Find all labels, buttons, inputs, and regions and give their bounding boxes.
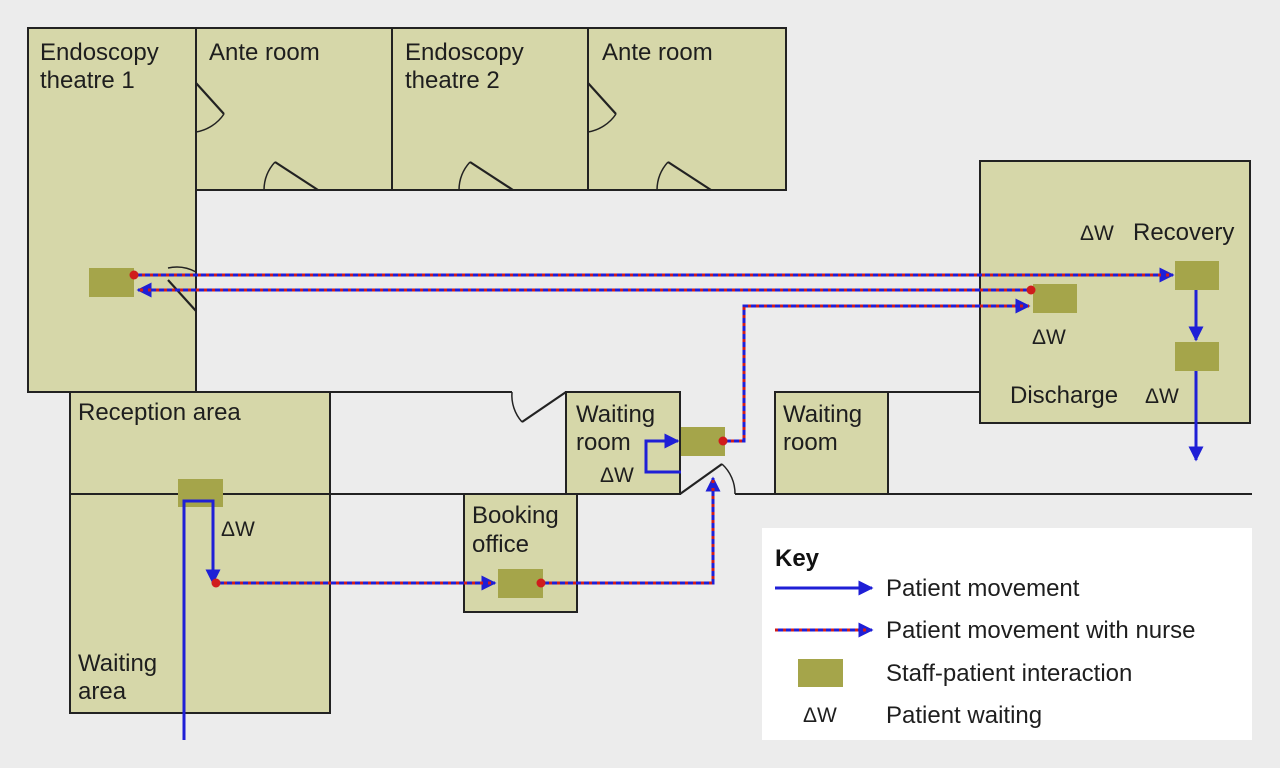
door-swing-icon	[458, 161, 471, 191]
interaction-stations	[89, 261, 1219, 598]
interaction-theatre	[89, 268, 134, 297]
door-icon	[521, 391, 567, 423]
reception-area-label: Reception area	[78, 399, 241, 426]
waiting-symbol: ΔW	[803, 704, 837, 727]
waiting-marker-recovery-arrival: ΔW	[1032, 326, 1066, 349]
endoscopy-theatre-1: Endoscopy theatre 1	[27, 27, 197, 393]
patient-movement-paths	[182, 290, 1204, 740]
door-icon	[587, 82, 617, 115]
nurse-start-dot	[718, 436, 728, 446]
door-swing-icon	[587, 113, 617, 133]
door-swing-icon	[195, 113, 225, 133]
endoscopy-theatre-2: Endoscopy theatre 2	[391, 27, 589, 191]
door-icon	[679, 463, 723, 495]
waiting-area: Waiting area	[69, 493, 331, 714]
key-legend: Key Patient movement Patient movement wi…	[762, 528, 1252, 740]
recovery-label: Recovery	[1133, 219, 1234, 246]
door-icon	[274, 161, 319, 191]
waiting-marker-discharge: ΔW	[1145, 385, 1179, 408]
key-title: Key	[775, 545, 820, 572]
discharge-label: Discharge	[1010, 382, 1118, 409]
key-item-patient-movement: Patient movement	[886, 575, 1080, 602]
waiting-area-label-line1: Waiting	[78, 650, 157, 677]
path-entry-to-reception	[182, 499, 221, 740]
nurse-start-dot	[536, 578, 546, 588]
ante-room-2: Ante room	[587, 27, 787, 191]
door-swing-icon	[656, 161, 669, 191]
key-item-staff-patient-interaction: Staff-patient interaction	[886, 660, 1132, 687]
waiting-marker-reception: ΔW	[221, 518, 255, 541]
nurse-path-2-overlay	[541, 478, 715, 585]
waiting-area-label-line2: area	[78, 678, 127, 705]
endoscopy-theatre-1-label-line2: theatre 1	[40, 67, 135, 94]
doors	[167, 82, 736, 495]
door-icon	[469, 161, 514, 191]
reception-area: Reception area	[69, 391, 331, 495]
endoscopy-theatre-1-label-line1: Endoscopy	[40, 39, 159, 66]
endoscopy-theatre-2-label-line1: Endoscopy	[405, 39, 524, 66]
booking-office-label-line2: office	[472, 531, 529, 558]
booking-office-label-line1: Booking	[472, 502, 559, 529]
key-box	[762, 528, 1252, 740]
nurse-start-dot	[211, 578, 221, 588]
nurse-movement-paths	[129, 267, 1175, 591]
door-swing-icon	[721, 463, 736, 495]
waiting-room-2-label-line1: Waiting	[783, 401, 862, 428]
interaction-booking-office	[498, 569, 543, 598]
ante-room-2-label: Ante room	[602, 39, 713, 66]
door-swing-icon	[263, 161, 276, 191]
door-icon	[667, 161, 712, 191]
waiting-markers: ΔW ΔW ΔW ΔW ΔW	[221, 222, 1179, 541]
nurse-start-dot	[1026, 285, 1036, 295]
key-item-patient-movement-with-nurse: Patient movement with nurse	[886, 617, 1195, 644]
waiting-marker-recovery: ΔW	[1080, 222, 1114, 245]
door-swing-icon	[511, 391, 523, 423]
interaction-recovery	[1175, 261, 1219, 290]
waiting-room-2-label-line2: room	[783, 429, 838, 456]
corridor-walls	[196, 391, 1252, 495]
ante-room-1: Ante room	[195, 27, 393, 191]
waiting-room-1-label-line1: Waiting	[576, 401, 655, 428]
ante-room-1-label: Ante room	[209, 39, 320, 66]
interaction-discharge	[1175, 342, 1219, 371]
path-waiting-loop	[644, 433, 681, 474]
interaction-recovery-arrival	[1033, 284, 1077, 313]
nurse-path-3-overlay	[723, 304, 1029, 443]
door-swing-icon	[167, 266, 197, 273]
waiting-marker-waiting-room: ΔW	[600, 464, 634, 487]
key-item-patient-waiting: Patient waiting	[886, 702, 1042, 729]
waiting-room-2: Waiting room	[774, 391, 889, 495]
waiting-room-1: Waiting room	[565, 391, 681, 495]
nurse-start-dot	[129, 270, 139, 280]
interaction-box-icon	[798, 659, 843, 687]
endoscopy-theatre-2-label-line2: theatre 2	[405, 67, 500, 94]
door-icon	[167, 279, 197, 312]
waiting-room-1-label-line2: room	[576, 429, 631, 456]
recovery-discharge-room: Recovery Discharge	[979, 160, 1251, 424]
door-icon	[195, 82, 225, 115]
interaction-waiting-room	[681, 427, 725, 456]
